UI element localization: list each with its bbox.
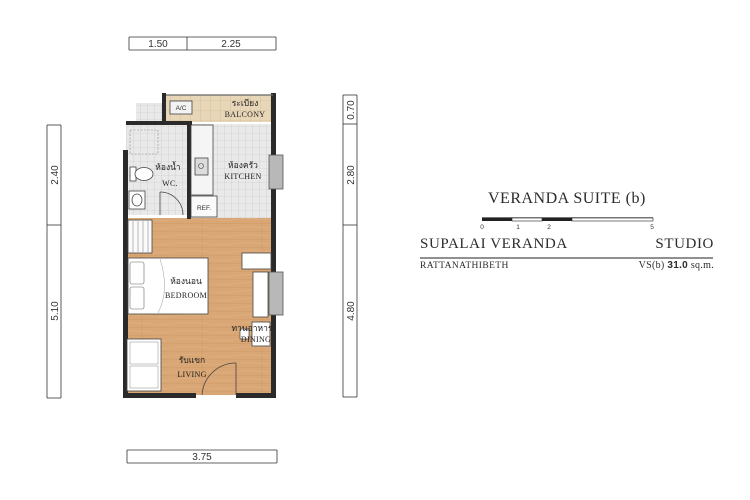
ref-label: REF. bbox=[197, 205, 211, 212]
wc-label-th: ห้องน้ำ bbox=[155, 161, 180, 173]
sideboard bbox=[252, 271, 269, 318]
tv-console bbox=[241, 252, 272, 270]
dim-top-left: 1.50 bbox=[148, 39, 168, 50]
ac-unit: A/C bbox=[169, 100, 193, 115]
scale-bar: 0 1 2 5 bbox=[480, 217, 654, 231]
wc-label-en: WC. bbox=[162, 179, 178, 188]
scale-tick-2: 2 bbox=[547, 224, 551, 231]
toilet-icon bbox=[129, 166, 154, 182]
kitchen-window bbox=[268, 154, 284, 190]
kitchen-label-en: KITCHEN bbox=[224, 172, 261, 181]
unit-code: VS(b) bbox=[638, 260, 665, 271]
ac-label: A/C bbox=[176, 105, 187, 112]
unit-area: 31.0 bbox=[667, 260, 689, 271]
unit-size: VS(b) 31.0 sq.m. bbox=[639, 260, 714, 271]
bedroom-label-th: ห้องนอน bbox=[170, 276, 202, 287]
refrigerator: REF. bbox=[190, 195, 218, 218]
dim-bottom: 3.75 bbox=[192, 452, 212, 463]
dimension-top: 1.50 2.25 bbox=[128, 36, 277, 51]
unit-area-unit: sq.m. bbox=[690, 260, 714, 271]
suite-title: VERANDA SUITE (b) bbox=[488, 190, 646, 207]
unit-info-panel: VERANDA SUITE (b) SUPALAI VERANDA STUDIO… bbox=[420, 190, 720, 280]
dim-right-top: 0.70 bbox=[346, 100, 357, 120]
balcony-label-th: ระเบียง bbox=[232, 98, 259, 109]
kitchen-label-th: ห้องครัว bbox=[228, 160, 258, 171]
dim-left-bottom: 5.10 bbox=[50, 301, 61, 321]
entry-door bbox=[201, 362, 237, 396]
dining-table bbox=[239, 321, 271, 347]
living-window bbox=[268, 271, 284, 316]
unit-type: STUDIO bbox=[655, 236, 714, 252]
dimension-left: 2.40 5.10 bbox=[46, 124, 62, 399]
dim-right-middle: 2.80 bbox=[346, 165, 357, 185]
kitchen-counter bbox=[190, 124, 214, 196]
wc-door bbox=[159, 191, 184, 216]
dimension-right: 0.70 2.80 4.80 bbox=[342, 94, 358, 398]
bed bbox=[127, 257, 209, 315]
project-name: SUPALAI VERANDA bbox=[420, 236, 568, 252]
living-label-th: รับแขก bbox=[179, 356, 205, 366]
living-label-en: LIVING bbox=[177, 370, 206, 379]
dimension-bottom: 3.75 bbox=[126, 449, 278, 464]
scale-tick-5: 5 bbox=[650, 224, 654, 231]
scale-tick-1: 1 bbox=[516, 224, 520, 231]
dim-right-bottom: 4.80 bbox=[346, 301, 357, 321]
dining-label-en: DINING bbox=[241, 335, 271, 344]
location: RATTANATHIBETH bbox=[420, 261, 509, 271]
wardrobe bbox=[127, 219, 153, 254]
dim-left-top: 2.40 bbox=[50, 165, 61, 185]
wash-basin-icon bbox=[128, 190, 146, 210]
sofa bbox=[126, 338, 162, 392]
shower-area bbox=[129, 129, 159, 155]
scale-tick-0: 0 bbox=[480, 224, 484, 231]
ac-area-floor bbox=[136, 103, 164, 122]
balcony-label-en: BALCONY bbox=[225, 110, 266, 119]
dining-label-th: ทานอาหาร bbox=[231, 324, 272, 334]
walls bbox=[123, 93, 276, 398]
bedroom-label-en: BEDROOM bbox=[165, 291, 207, 300]
dim-top-right: 2.25 bbox=[221, 39, 241, 50]
